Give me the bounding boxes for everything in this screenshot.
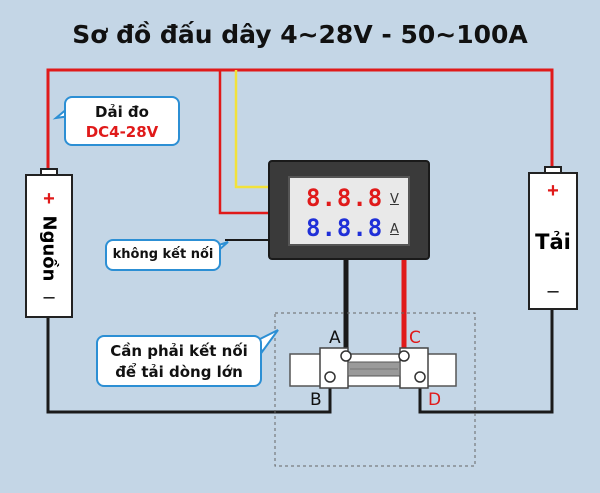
current-unit: A [390,222,399,237]
voltage-unit: V [390,192,399,207]
not-connected-callout: không kết nối [105,239,221,271]
source-battery: + Nguồn – [25,174,73,318]
volt-amp-meter: 8.8.8 V 8.8.8 A [268,160,430,260]
shunt-screw-a [340,350,352,362]
yellow-wire [234,70,270,189]
red-meter-wire [218,70,270,215]
source-plus-sign: + [43,188,55,210]
voltage-digits: 8.8.8 [306,184,384,212]
range-value: DC4-28V [85,123,159,141]
shunt-dashed-frame [274,312,476,467]
shunt-screw-d [414,371,426,383]
range-callout: Dải đo DC4-28V [64,96,180,146]
black-load-wire [418,308,554,414]
shunt-screw-b [324,371,336,383]
black-source-wire [46,318,332,414]
terminal-c-label: C [409,328,421,348]
source-minus-sign: – [43,286,55,308]
must-connect-line1: Cần phải kết nối [110,342,248,360]
source-label: Nguồn [38,215,60,282]
must-connect-callout: Cần phải kết nối để tải dòng lớn [96,335,262,387]
load-minus-sign: – [547,280,559,302]
current-digits: 8.8.8 [306,214,384,242]
shunt-screw-c [398,350,410,362]
page-title: Sơ đồ đấu dây 4~28V - 50~100A [72,20,528,49]
range-label: Dải đo [95,103,149,121]
red-main-wire [46,68,554,172]
terminal-a-label: A [329,328,341,348]
meter-screen: 8.8.8 V 8.8.8 A [288,176,410,246]
terminal-d-label: D [428,390,442,410]
load-label: Tải [535,230,571,254]
terminal-b-label: B [310,390,322,410]
must-connect-line2: để tải dòng lớn [115,363,243,381]
load-box: + Tải – [528,172,578,310]
load-plus-sign: + [547,180,559,202]
